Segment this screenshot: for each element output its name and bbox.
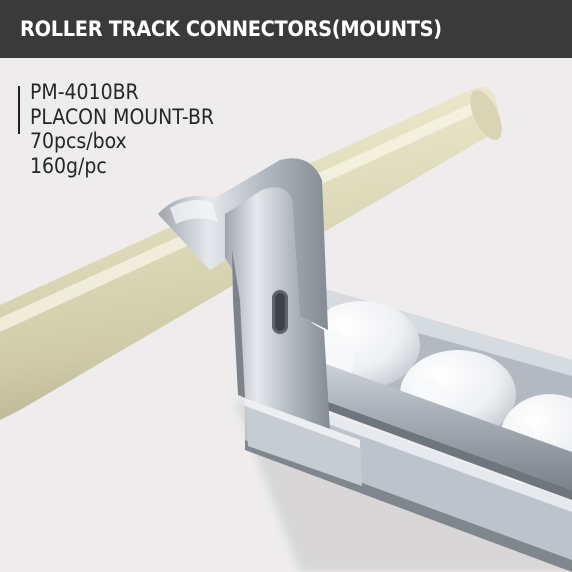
product-pack-qty: 70pcs/box — [30, 129, 127, 153]
banner-title: ROLLER TRACK CONNECTORS(MOUNTS) — [20, 16, 442, 42]
info-accent-bar — [18, 86, 20, 134]
product-photo — [0, 58, 572, 572]
product-weight: 160g/pc — [30, 153, 107, 178]
mount-bracket — [158, 158, 362, 486]
product-code: PM-4010BR — [30, 80, 139, 104]
product-info: PM-4010BR PLACON MOUNT-BR 70pcs/box 160g… — [18, 80, 214, 178]
product-name: PLACON MOUNT-BR — [30, 104, 215, 129]
title-banner: ROLLER TRACK CONNECTORS(MOUNTS) — [0, 0, 572, 58]
